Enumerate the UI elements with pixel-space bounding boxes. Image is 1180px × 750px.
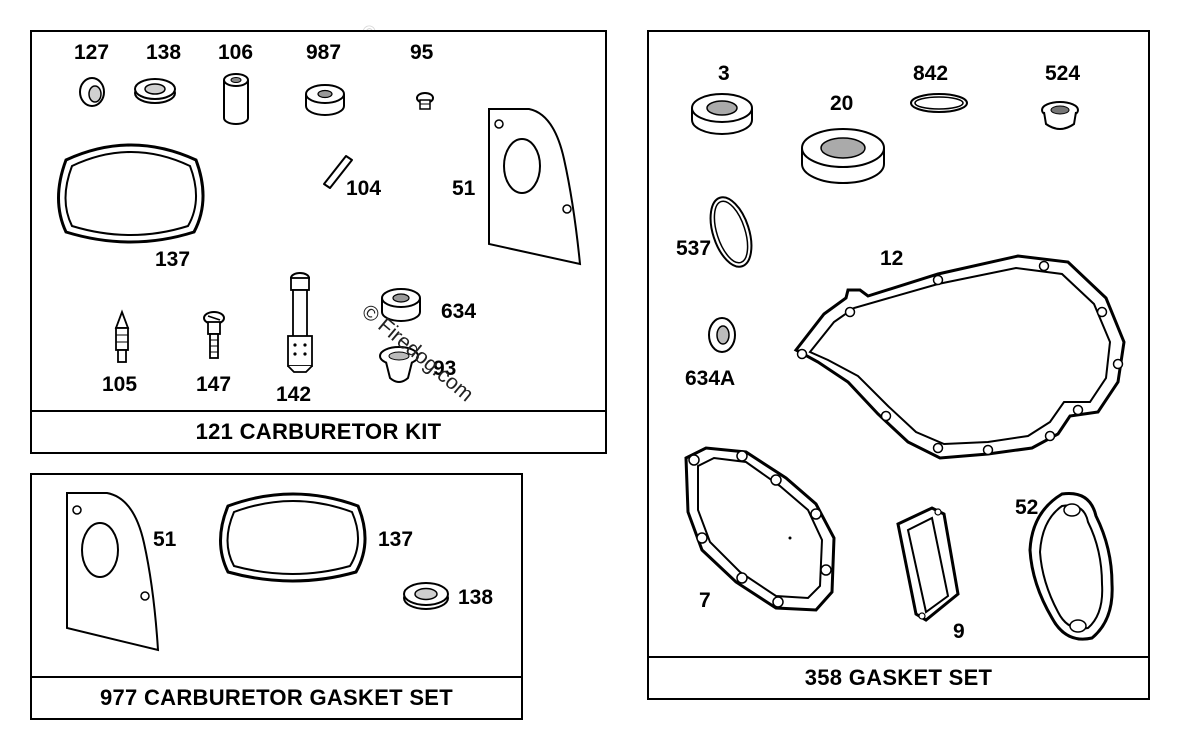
pin-104-icon <box>323 155 353 189</box>
part-label: 104 <box>346 177 382 200</box>
o-ring-537-icon <box>709 196 753 268</box>
part-label: 127 <box>74 41 110 64</box>
part-label: 137 <box>378 528 414 551</box>
carburetor-kit-title: 121 CARBURETOR KIT <box>32 410 605 452</box>
plug-524-icon <box>1041 101 1079 130</box>
sleeve-106-icon <box>223 73 249 125</box>
screw-147-icon <box>203 311 225 359</box>
seat-634-icon <box>381 288 421 322</box>
gasket-ring-137-icon <box>219 492 367 583</box>
part-label: 106 <box>218 41 254 64</box>
washer-138-icon <box>134 78 176 104</box>
exhaust-gasket-52-icon <box>1028 491 1114 641</box>
part-label: 142 <box>276 383 312 406</box>
part-label: 138 <box>458 586 494 609</box>
needle-105-icon <box>114 309 130 363</box>
plate-51-icon <box>488 108 582 266</box>
part-label: 524 <box>1045 62 1081 85</box>
part-label: 537 <box>676 237 712 260</box>
gasket-9-icon <box>896 506 960 622</box>
part-label: 93 <box>433 357 457 380</box>
part-label: 987 <box>306 41 342 64</box>
part-label: 12 <box>880 247 904 270</box>
part-label: 842 <box>913 62 949 85</box>
part-label: 52 <box>1015 496 1039 519</box>
part-label: 7 <box>699 589 711 612</box>
tube-142-icon <box>287 272 313 373</box>
part-label: 95 <box>410 41 434 64</box>
oil-seal-3-icon <box>691 93 753 135</box>
gasket-set-title: 358 GASKET SET <box>649 656 1148 698</box>
gasket-ring-137-icon <box>57 143 205 244</box>
part-label: 20 <box>830 92 854 115</box>
part-label: 138 <box>146 41 182 64</box>
oil-seal-20-icon <box>801 128 885 184</box>
gasket-set-panel: 358 GASKET SET <box>647 30 1150 700</box>
part-label: 137 <box>155 248 191 271</box>
part-label: 147 <box>196 373 232 396</box>
plug-93-icon <box>379 346 419 383</box>
part-label: 51 <box>452 177 476 200</box>
part-label: 9 <box>953 620 965 643</box>
bushing-987-icon <box>305 84 345 116</box>
part-label: 105 <box>102 373 138 396</box>
part-label: 3 <box>718 62 730 85</box>
plate-51-icon <box>66 492 160 652</box>
o-ring-842-icon <box>910 93 968 113</box>
seal-127-icon <box>79 77 105 107</box>
part-label: 634 <box>441 300 477 323</box>
screw-95-icon <box>416 92 434 110</box>
part-label: 51 <box>153 528 177 551</box>
carburetor-gasket-set-title: 977 CARBURETOR GASKET SET <box>32 676 521 718</box>
seal-634a-icon <box>708 317 736 353</box>
cover-gasket-7-icon <box>684 446 836 612</box>
crankcase-gasket-12-icon <box>793 254 1126 460</box>
washer-138-icon <box>403 582 449 610</box>
part-label: 634A <box>685 367 736 390</box>
